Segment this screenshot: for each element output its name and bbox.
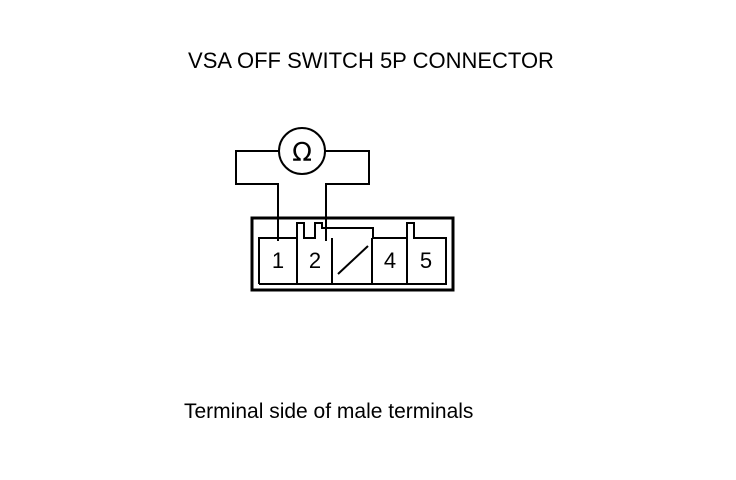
terminal-1-label: 1: [272, 248, 284, 273]
ohm-symbol: Ω: [292, 138, 312, 168]
ohmmeter: Ω: [278, 127, 326, 175]
unused-cavity-slash: [337, 245, 369, 275]
probe-lead-left: [235, 150, 279, 241]
terminal-2-label: 2: [309, 248, 321, 273]
terminal-5-label: 5: [420, 248, 432, 273]
connector-inner-frame: [258, 222, 447, 285]
connector-housing: [250, 216, 455, 292]
terminal-4-label: 4: [384, 248, 396, 273]
connector-outer-shell: [250, 216, 455, 292]
diagram-title: VSA OFF SWITCH 5P CONNECTOR: [188, 48, 554, 73]
probe-lead-right: [325, 150, 370, 241]
diagram-caption: Terminal side of male terminals: [184, 400, 474, 423]
